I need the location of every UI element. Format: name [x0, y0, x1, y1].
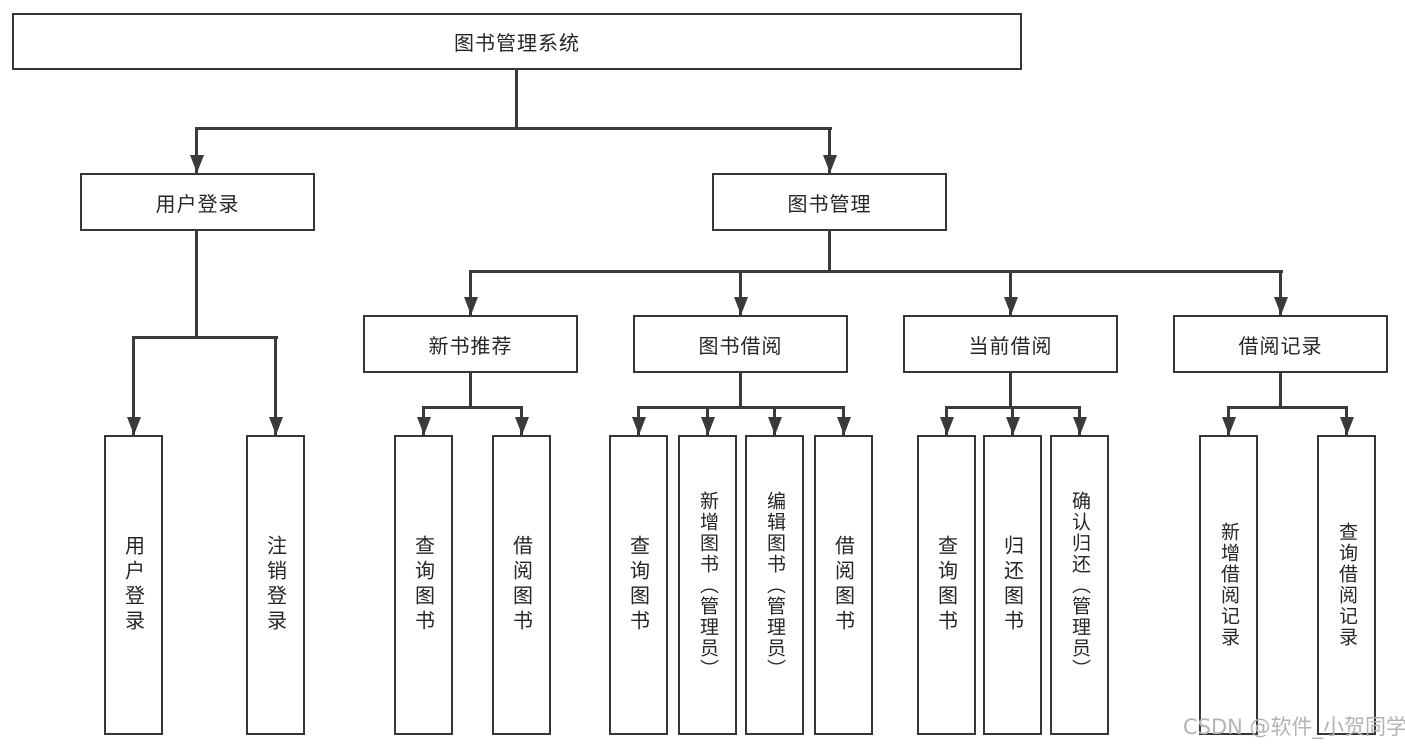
connector-line	[469, 270, 1283, 273]
connector-arrow	[706, 406, 709, 435]
connector-line	[1279, 373, 1282, 409]
connector-line	[739, 373, 742, 409]
connector-arrow	[842, 406, 845, 435]
node-current-borrow: 当前借阅	[903, 315, 1118, 373]
leaf-query-book-borrow: 查询图书	[609, 435, 668, 735]
connector-arrow	[274, 336, 277, 435]
connector-arrow	[1345, 406, 1348, 435]
connector-arrow	[828, 127, 831, 173]
leaf-add-book-admin: 新增图书（管理员）	[678, 435, 737, 735]
node-book-management: 图书管理	[712, 173, 947, 231]
leaf-logout: 注销登录	[246, 435, 305, 735]
connector-line	[1227, 406, 1348, 409]
connector-arrow	[1279, 270, 1282, 315]
connector-arrow	[1078, 406, 1081, 435]
node-borrow-records: 借阅记录	[1173, 315, 1388, 373]
connector-line	[515, 70, 518, 129]
node-new-book-recommend: 新书推荐	[363, 315, 578, 373]
connector-arrow	[1011, 406, 1014, 435]
connector-line	[1009, 373, 1012, 409]
connector-arrow	[520, 406, 523, 435]
connector-line	[422, 406, 523, 409]
node-user-login: 用户登录	[80, 173, 315, 231]
connector-arrow	[1009, 270, 1012, 315]
leaf-query-book-recommend: 查询图书	[394, 435, 453, 735]
connector-arrow	[637, 406, 640, 435]
connector-arrow	[195, 127, 198, 173]
connector-line	[195, 231, 198, 339]
leaf-borrow-book-recommend: 借阅图书	[492, 435, 551, 735]
connector-line	[469, 373, 472, 409]
connector-arrow	[773, 406, 776, 435]
leaf-edit-book-admin: 编辑图书（管理员）	[745, 435, 804, 735]
csdn-watermark: CSDN @软件_小贺同学	[1183, 715, 1405, 739]
connector-line	[637, 406, 845, 409]
leaf-borrow-book: 借阅图书	[814, 435, 873, 735]
connector-arrow	[1227, 406, 1230, 435]
connector-arrow	[945, 406, 948, 435]
connector-line	[828, 231, 831, 273]
leaf-query-borrow-record: 查询借阅记录	[1317, 435, 1376, 735]
connector-line	[195, 127, 832, 130]
leaf-confirm-return-admin: 确认归还（管理员）	[1050, 435, 1109, 735]
node-book-borrow: 图书借阅	[633, 315, 848, 373]
connector-arrow	[739, 270, 742, 315]
node-library-system: 图书管理系统	[12, 13, 1022, 70]
leaf-user-login: 用户登录	[104, 435, 163, 735]
connector-arrow	[469, 270, 472, 315]
connector-arrow	[132, 336, 135, 435]
leaf-query-book-current: 查询图书	[917, 435, 976, 735]
leaf-return-book: 归还图书	[983, 435, 1042, 735]
connector-line	[132, 336, 278, 339]
connector-arrow	[422, 406, 425, 435]
leaf-add-borrow-record: 新增借阅记录	[1199, 435, 1258, 735]
